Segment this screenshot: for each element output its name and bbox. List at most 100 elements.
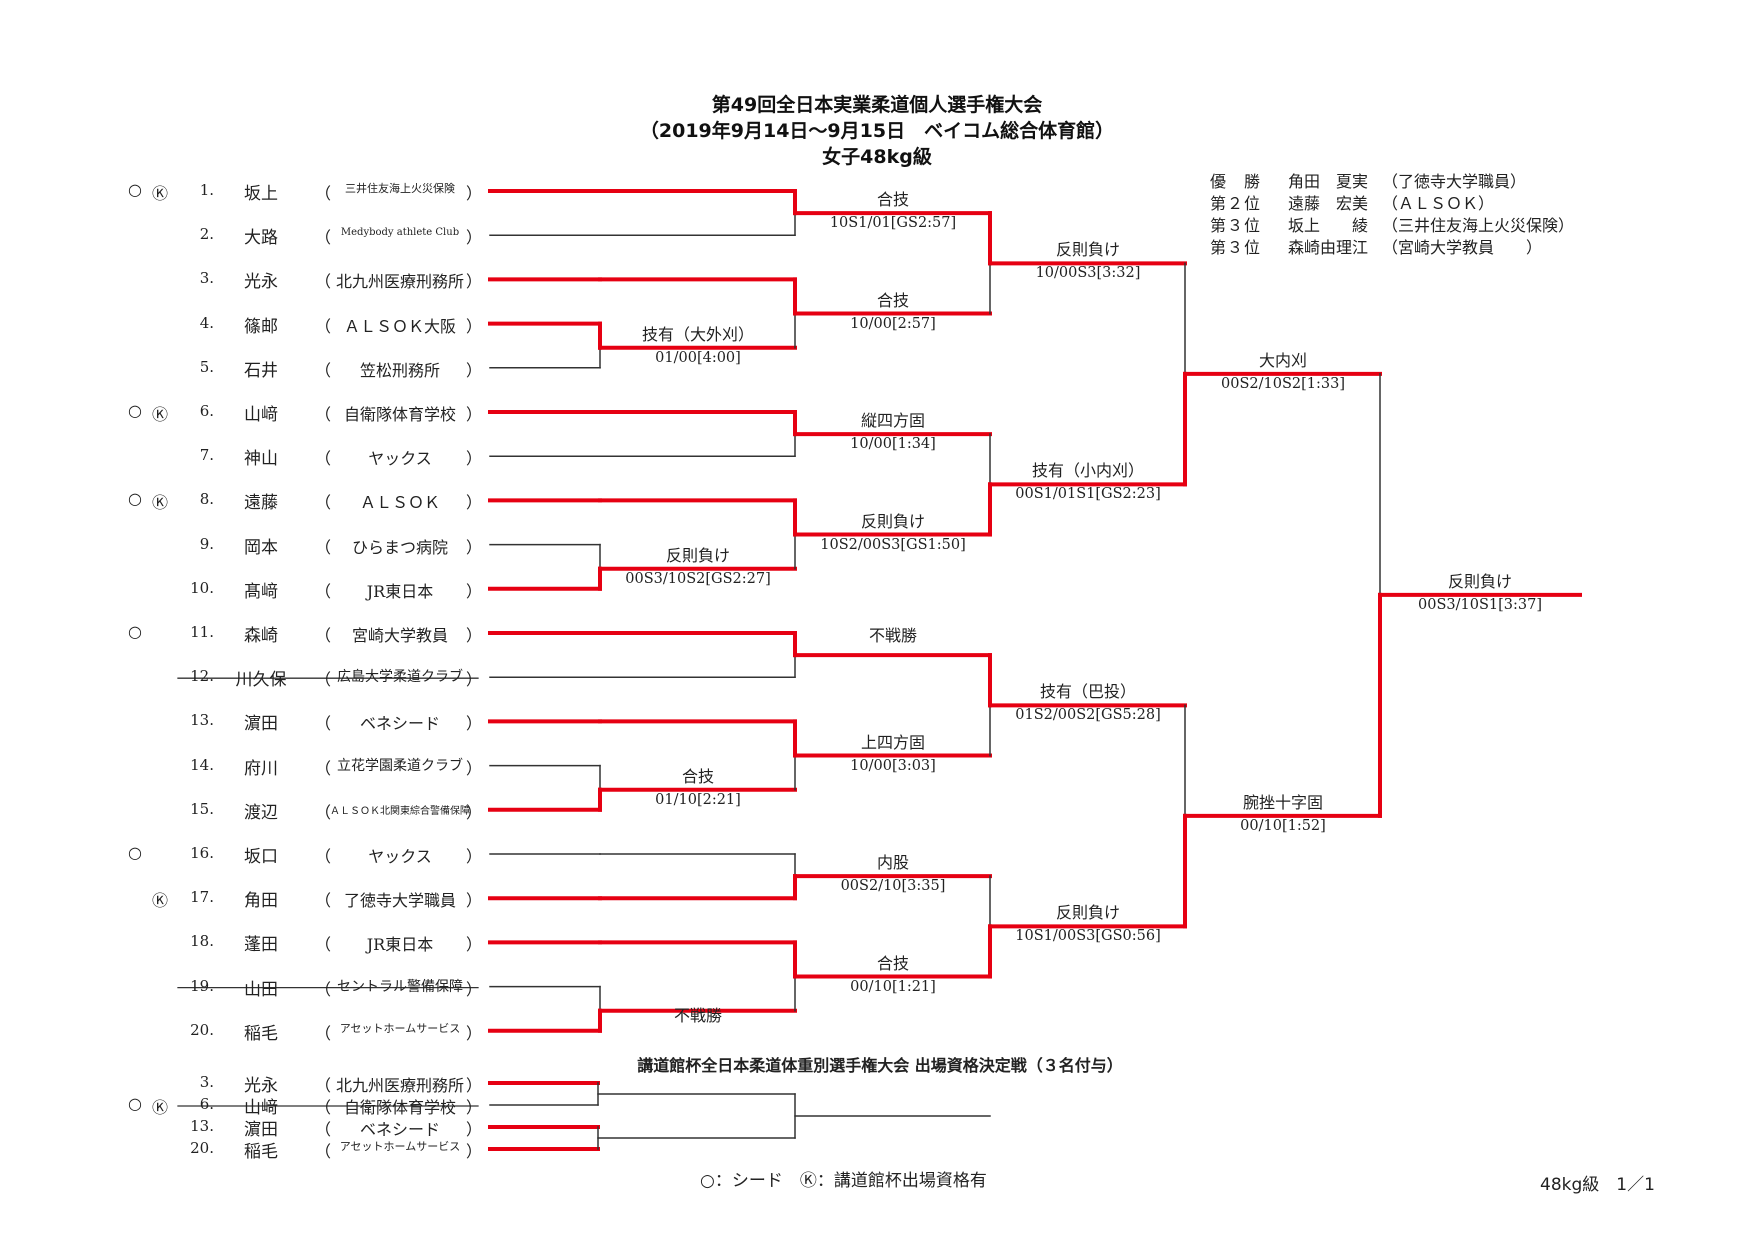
- player-name: 石井: [244, 360, 278, 381]
- player-number: 3.: [199, 269, 214, 288]
- match-score: 00S3/10S2[GS2:27]: [625, 570, 771, 587]
- player-name: 髙﨑: [244, 581, 278, 602]
- podium-club: （ＡＬＳＯＫ）: [1382, 194, 1495, 213]
- tournament-dates-venue: （2019年9月14日～9月15日 ベイコム総合体育館）: [639, 120, 1115, 142]
- player-affiliation: ヤックス: [368, 847, 432, 866]
- player-name: 坂口: [244, 847, 278, 867]
- match-score: 01/10[2:21]: [655, 791, 741, 808]
- match-technique: 合技: [876, 190, 909, 210]
- player-affiliation: 北九州医療刑務所: [335, 1076, 464, 1095]
- player-name: 濵田: [244, 714, 278, 735]
- podium-rank: 第３位: [1210, 238, 1262, 257]
- paren-close: ）: [466, 626, 483, 645]
- player-affiliation: ＡＬＳＯＫ大阪: [343, 316, 456, 336]
- player-name: 角田: [244, 891, 278, 912]
- paren-open: （: [315, 360, 332, 380]
- paren-close: ）: [466, 316, 483, 336]
- match-score: 00S2/10[3:35]: [840, 878, 946, 895]
- match-technique: 合技: [876, 290, 909, 310]
- player-number: 2.: [199, 225, 214, 244]
- player-affiliation: 自衛隊体育学校: [343, 405, 456, 424]
- player-name: 山﨑: [244, 1098, 278, 1118]
- match-score: 10S1/01[GS2:57]: [829, 215, 957, 232]
- player-number: 13.: [190, 1117, 214, 1135]
- player-number: 8.: [199, 490, 214, 509]
- paren-open: （: [315, 1120, 332, 1139]
- paren-open: （: [315, 935, 332, 955]
- player-name: 光永: [244, 272, 278, 293]
- paren-close: ）: [466, 670, 483, 690]
- seed-mark: ○: [128, 489, 142, 509]
- paren-close: ）: [466, 1120, 483, 1139]
- player-affiliation: 自衛隊体育学校: [343, 1098, 456, 1117]
- seed-mark: ○: [128, 622, 142, 641]
- seed-mark: ○: [128, 180, 142, 199]
- paren-open: （: [315, 537, 332, 557]
- paren-open: （: [315, 228, 332, 248]
- player-affiliation: ヤックス: [368, 449, 432, 469]
- podium-rank: 第２位: [1210, 194, 1262, 213]
- paren-open: （: [315, 1023, 332, 1043]
- match-score: 00/10[1:52]: [1240, 817, 1326, 834]
- player-affiliation: セントラル警備保障: [337, 978, 463, 995]
- player-name: 蓬田: [244, 935, 278, 956]
- weight-class-title: 女子48kg級: [822, 146, 932, 168]
- match-technique: 技有（巴投）: [1039, 682, 1136, 702]
- qualification-mark: Ⓚ: [152, 1098, 169, 1117]
- paren-open: （: [315, 1098, 332, 1117]
- player-affiliation: JR東日本: [366, 935, 434, 955]
- podium-rank: 優 勝: [1210, 172, 1262, 191]
- match-technique: 合技: [681, 766, 714, 786]
- paren-open: （: [315, 979, 332, 999]
- player-affiliation: 立花学園柔道クラブ: [337, 757, 463, 774]
- podium-club: （了徳寺大学職員）: [1382, 172, 1527, 191]
- player-name: 坂上: [244, 184, 278, 204]
- player-number: 18.: [190, 932, 214, 951]
- paren-close: ）: [466, 360, 483, 380]
- paren-open: （: [315, 891, 332, 911]
- player-number: 11.: [190, 623, 214, 641]
- player-affiliation: ベネシード: [359, 714, 440, 734]
- paren-close: ）: [466, 1142, 483, 1161]
- player-affiliation: JR東日本: [366, 581, 434, 601]
- paren-close: ）: [466, 405, 483, 424]
- match-score: 10/00[1:34]: [850, 436, 936, 453]
- player-name: 光永: [244, 1076, 278, 1096]
- match-technique: 上四方固: [860, 732, 925, 752]
- match-score: 00/10[1:21]: [850, 978, 936, 995]
- podium-name: 坂上 綾: [1288, 216, 1369, 235]
- match-technique: 反則負け: [665, 545, 730, 565]
- player-affiliation: アセットホームサービス: [339, 1021, 461, 1035]
- qualification-mark: Ⓚ: [152, 493, 169, 513]
- player-number: 9.: [199, 534, 214, 553]
- match-score: 00S3/10S1[3:37]: [1418, 596, 1542, 613]
- podium-name: 遠藤 宏美: [1288, 194, 1369, 213]
- paren-close: ）: [466, 581, 483, 601]
- player-affiliation: ＡＬＳＯＫ北関東綜合警備保障: [330, 805, 470, 817]
- player-name: 山﨑: [244, 405, 278, 425]
- match-technique: 不戦勝: [673, 1005, 722, 1025]
- player-affiliation: 三井住友海上火災保険: [345, 182, 455, 195]
- paren-open: （: [315, 626, 332, 645]
- player-name: 遠藤: [244, 493, 278, 514]
- match-score: 10/00[3:03]: [850, 757, 936, 774]
- paren-close: ）: [466, 493, 483, 513]
- paren-close: ）: [466, 449, 483, 469]
- qualification-mark: Ⓚ: [152, 891, 169, 911]
- player-number: 13.: [190, 711, 214, 730]
- player-affiliation: 北九州医療刑務所: [335, 272, 464, 292]
- match-score: 00S2/10S2[1:33]: [1221, 375, 1345, 392]
- match-score: 00S1/01S1[GS2:23]: [1015, 486, 1161, 503]
- paren-close: ）: [466, 935, 483, 955]
- match-technique: 縦四方固: [860, 411, 925, 431]
- paren-open: （: [315, 758, 332, 778]
- paren-close: ）: [466, 272, 483, 292]
- paren-open: （: [315, 184, 332, 203]
- seed-mark: ○: [128, 401, 142, 420]
- seed-mark: ○: [128, 1094, 142, 1113]
- qualification-mark: Ⓚ: [152, 405, 169, 424]
- player-number: 20.: [190, 1139, 214, 1157]
- player-affiliation: 宮崎大学教員: [351, 626, 448, 645]
- match-score: 10/00S3[3:32]: [1035, 265, 1141, 282]
- player-number: 6.: [199, 402, 214, 420]
